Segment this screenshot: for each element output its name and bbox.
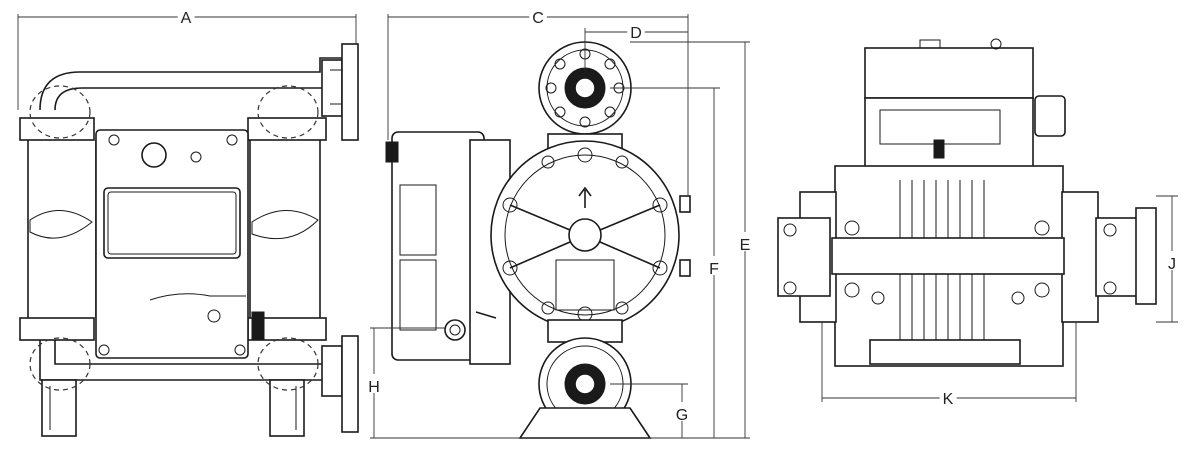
- dim-label-g: G: [676, 407, 688, 424]
- dim-label-backdrop: [177, 5, 195, 24]
- dim-label-d: D: [630, 25, 642, 42]
- dim-label-backdrop: [706, 256, 723, 275]
- front-view: A: [17, 5, 359, 437]
- dim-label-h: H: [368, 379, 380, 396]
- dim-label-backdrop: [529, 5, 547, 24]
- dim-label-backdrop: [939, 386, 957, 405]
- dim-label-backdrop: [736, 232, 754, 251]
- dim-label-backdrop: [365, 374, 383, 393]
- dim-label-c: C: [532, 10, 544, 27]
- dim-label-a: A: [181, 10, 192, 27]
- dim-label-backdrop: [672, 402, 692, 421]
- side-view: C D E F G H: [365, 5, 754, 439]
- dim-label-e: E: [740, 237, 751, 254]
- rear-view: J K: [777, 38, 1179, 408]
- dim-label-f: F: [709, 261, 719, 278]
- dim-label-backdrop: [627, 20, 645, 39]
- dim-label-backdrop: [1165, 251, 1179, 270]
- dim-label-k: K: [943, 391, 954, 408]
- dim-label-j: J: [1168, 256, 1176, 273]
